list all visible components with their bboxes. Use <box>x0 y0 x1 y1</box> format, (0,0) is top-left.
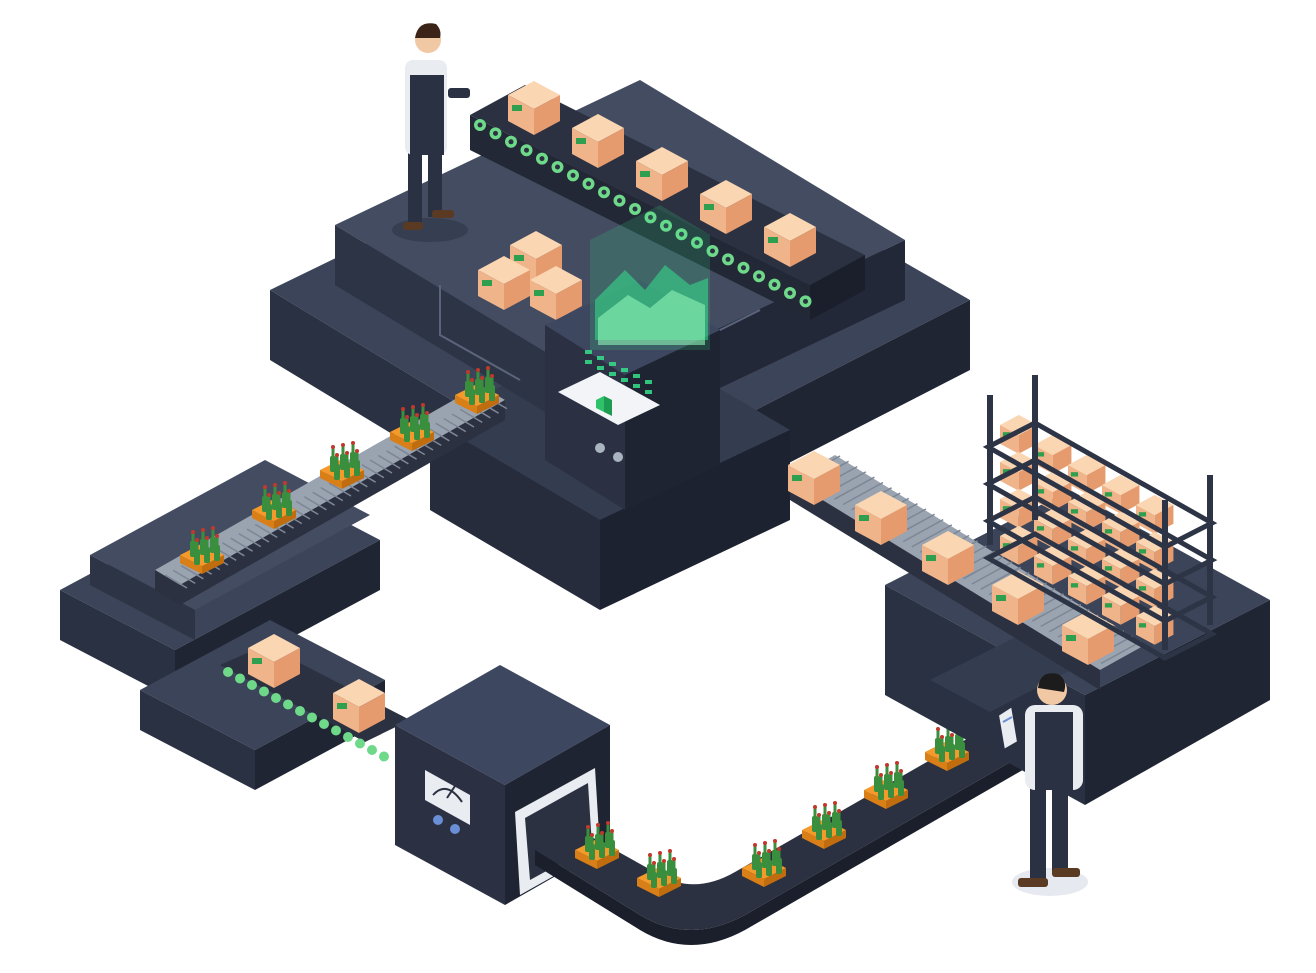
lower-left-machine <box>140 620 410 790</box>
scanner-tunnel <box>395 665 610 905</box>
led <box>597 356 604 360</box>
bottle-crate <box>637 849 681 897</box>
right-conveyor-boxes <box>788 451 1114 665</box>
roller <box>343 732 353 742</box>
lower-left-boxes <box>248 634 385 733</box>
bottle-crate <box>742 839 786 887</box>
roller <box>259 686 269 697</box>
cardboard-box <box>764 213 816 267</box>
worker-top <box>392 23 470 242</box>
roller <box>295 706 305 716</box>
control-machine <box>545 205 720 510</box>
area-graph-icon <box>590 205 710 350</box>
roller <box>271 693 281 703</box>
roller <box>319 719 329 729</box>
cardboard-box <box>922 531 974 585</box>
cardboard-box <box>530 266 582 320</box>
led <box>633 374 640 378</box>
roller <box>367 745 377 755</box>
bottle-crate <box>925 723 969 771</box>
knob-left <box>595 443 605 453</box>
bottle-crate <box>802 801 846 849</box>
cardboard-box <box>700 180 752 234</box>
top-conveyor-boxes <box>508 81 816 267</box>
tablet-icon <box>448 88 470 98</box>
top-conveyor <box>470 81 865 320</box>
bottle-crate <box>864 761 908 809</box>
top-conveyor-rollers <box>474 119 812 308</box>
cardboard-box <box>636 147 688 201</box>
shelf-plank <box>982 531 1218 661</box>
led <box>609 362 616 366</box>
roller <box>235 673 245 684</box>
roller <box>355 738 365 749</box>
roller <box>307 712 317 723</box>
bottle-crate <box>252 481 296 529</box>
bottle-crate <box>455 366 499 414</box>
gauge-icon <box>425 770 470 834</box>
knob-right <box>613 452 623 462</box>
led <box>597 366 604 370</box>
bottle-crate <box>180 526 224 574</box>
cardboard-box <box>508 81 560 135</box>
led <box>645 380 652 384</box>
tablet-icon <box>996 704 1020 752</box>
roller <box>283 699 293 710</box>
cardboard-box <box>992 571 1044 625</box>
led <box>585 360 592 364</box>
worker-bottom <box>996 673 1088 896</box>
led <box>621 378 628 382</box>
bottle-crate <box>320 441 364 489</box>
lower-left-rollers <box>223 667 389 762</box>
shelf-plank <box>982 494 1218 624</box>
cardboard-box <box>855 491 907 545</box>
roller <box>247 680 257 690</box>
right-conveyor <box>788 451 1145 690</box>
led-panel <box>585 350 652 394</box>
bottle-crate <box>390 403 434 451</box>
box-pile <box>478 231 582 320</box>
cardboard-box <box>478 256 530 310</box>
cardboard-box <box>1062 611 1114 665</box>
roller <box>331 725 341 736</box>
left-conveyor <box>155 366 508 605</box>
cardboard-box <box>788 451 840 505</box>
led <box>633 384 640 388</box>
led <box>585 350 592 354</box>
cardboard-box <box>1000 414 1038 454</box>
shelf-plank <box>982 457 1218 587</box>
cardboard-box <box>333 679 385 733</box>
bottle-crate <box>575 821 619 869</box>
roller <box>379 751 389 762</box>
cardboard-box <box>572 114 624 168</box>
cardboard-box <box>248 634 300 688</box>
left-conveyor-crates <box>180 366 499 574</box>
storage-shelf <box>982 375 1218 661</box>
led <box>609 372 616 376</box>
led <box>645 390 652 394</box>
shelf-planks <box>982 420 1218 661</box>
bowtie-logo-icon <box>596 396 612 416</box>
roller <box>223 667 233 677</box>
shelf-plank <box>982 420 1218 550</box>
led <box>621 368 628 372</box>
